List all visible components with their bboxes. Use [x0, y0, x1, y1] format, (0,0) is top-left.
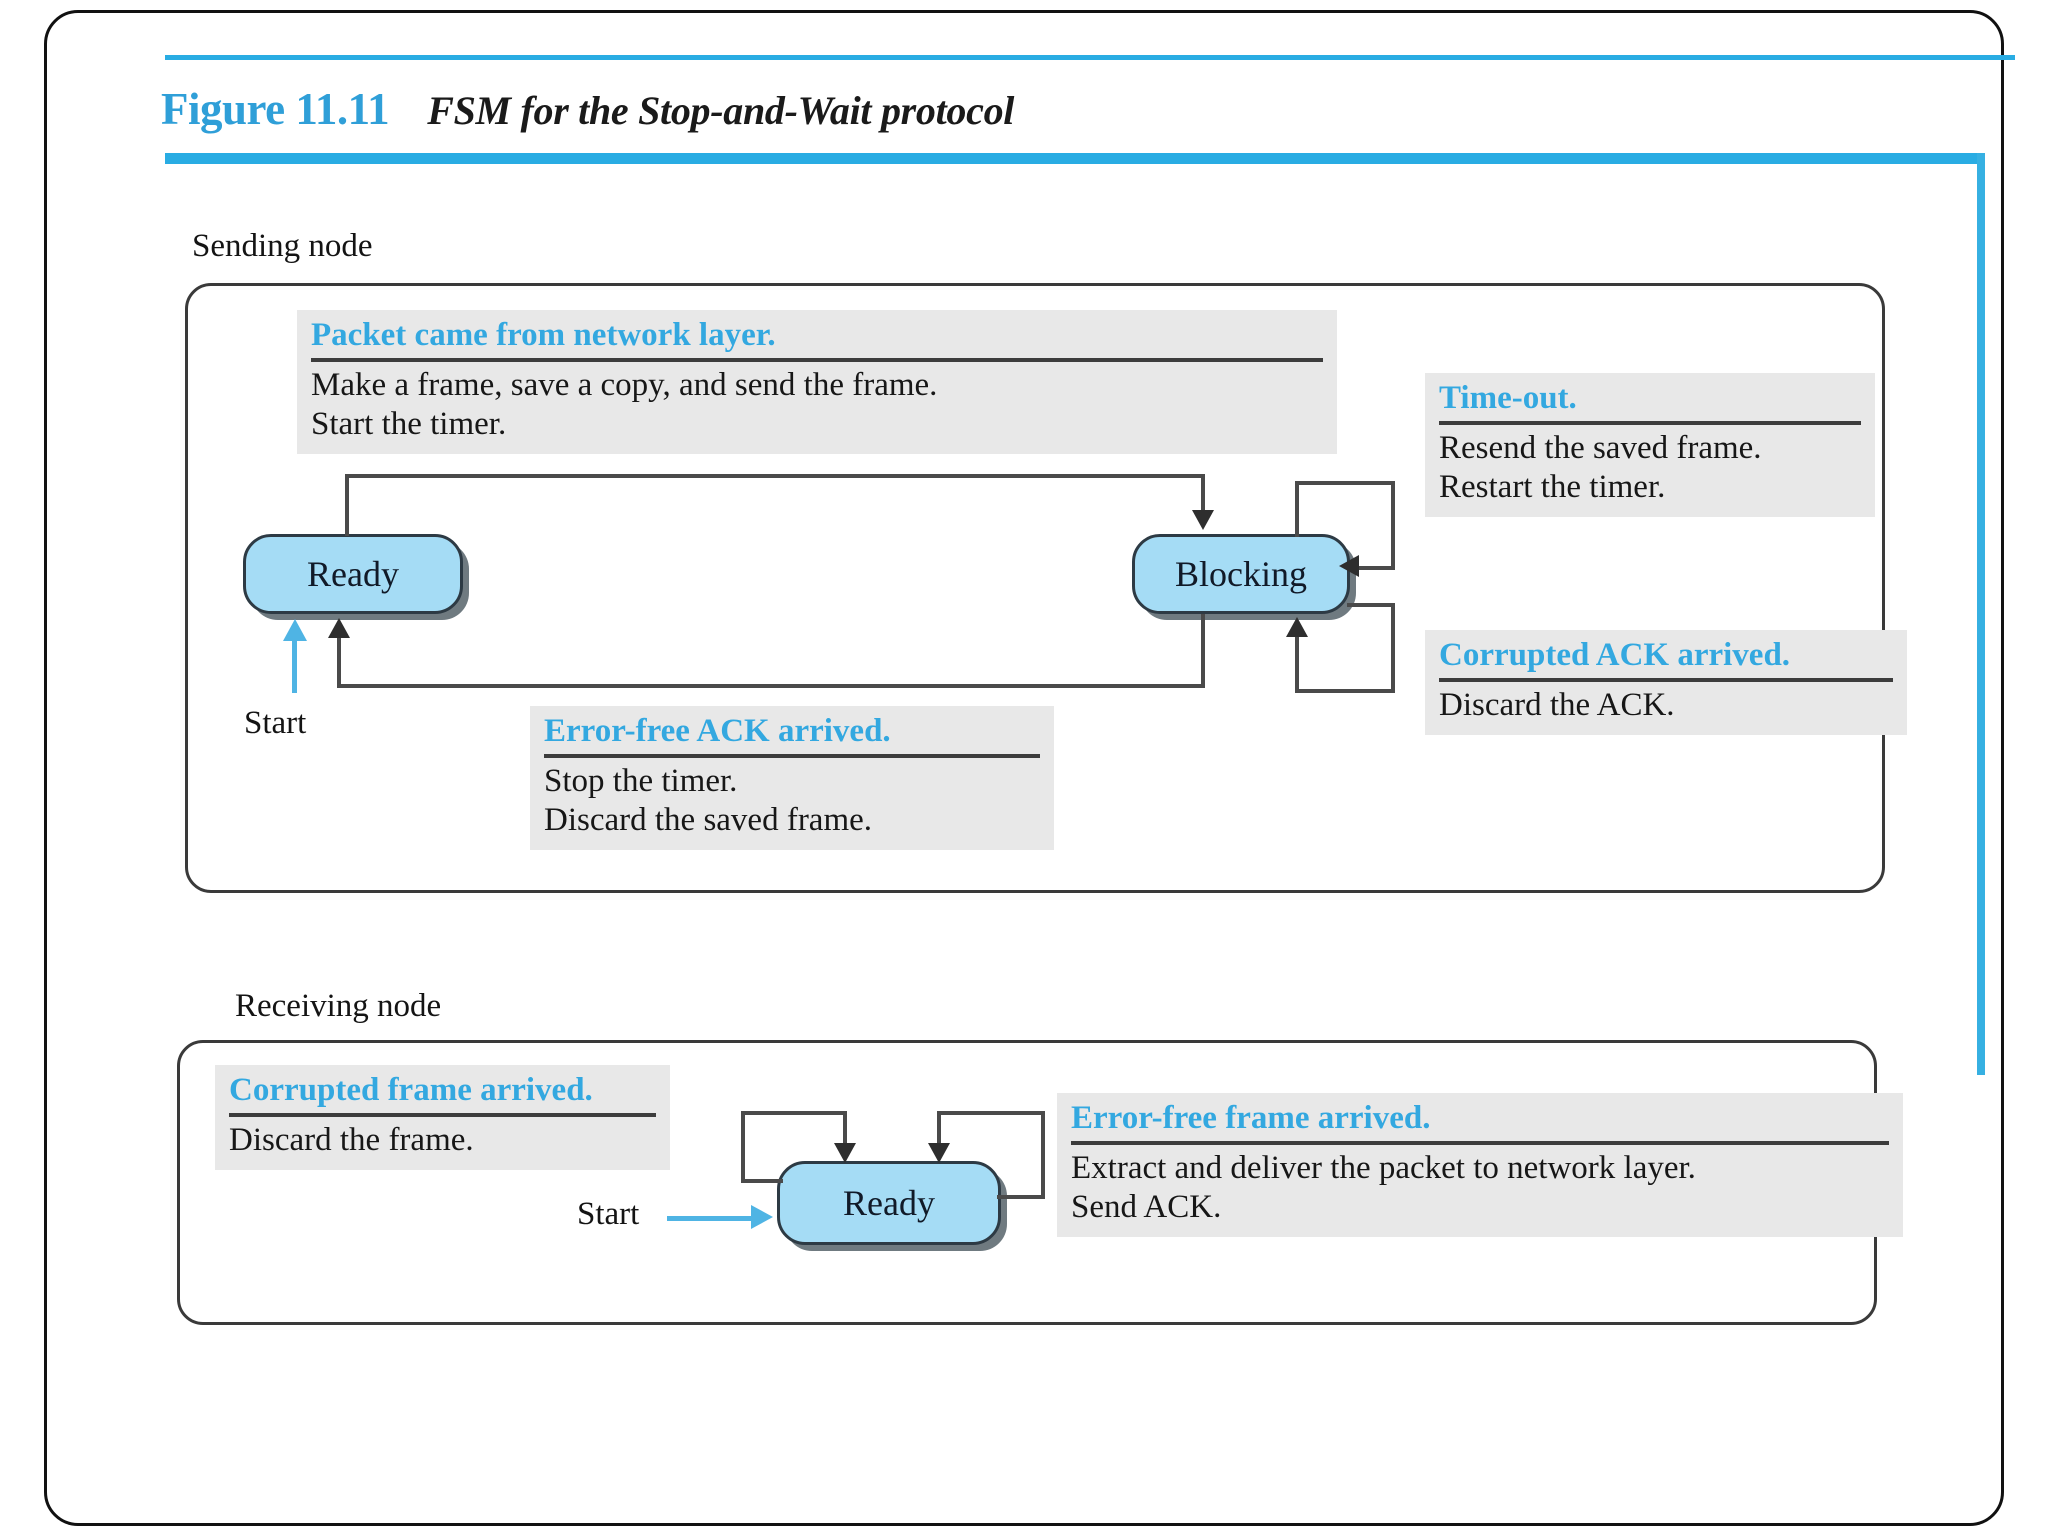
self-loop-corrupted-ack-exit [1347, 603, 1395, 607]
note-line: Restart the timer. [1439, 468, 1666, 505]
state-receiver-ready[interactable]: Ready [777, 1161, 1001, 1245]
self-loop-timeout-arrowhead [1339, 555, 1359, 577]
note-line: Start the timer. [311, 405, 507, 442]
edge-blocking-to-ready-drop [1201, 614, 1205, 688]
title-rule-bottom [165, 153, 1985, 164]
receiver-left-loop-top [741, 1111, 847, 1115]
figure-caption: FSM for the Stop-and-Wait protocol [427, 88, 1015, 133]
note-corrupted-ack-arrived: Corrupted ACK arrived. Discard the ACK. [1425, 630, 1907, 735]
receiver-left-loop-drop [843, 1111, 847, 1145]
receiver-right-loop-drop [937, 1111, 941, 1145]
receiver-right-loop-right-riser [1041, 1111, 1045, 1197]
sending-node-panel [185, 283, 1885, 893]
figure-title: Figure 11.11 FSM for the Stop-and-Wait pr… [161, 83, 1961, 145]
note-line: Stop the timer. [544, 762, 738, 799]
sending-node-caption: Sending node [192, 228, 373, 264]
self-loop-timeout-top [1295, 481, 1395, 485]
self-loop-corrupted-ack-bottom [1295, 689, 1395, 693]
receiver-start-label: Start [577, 1196, 640, 1232]
receiver-right-loop-arrowhead [928, 1143, 950, 1163]
self-loop-timeout-return [1357, 566, 1395, 570]
receiving-node-caption: Receiving node [235, 988, 442, 1024]
sender-start-arrow-shaft [292, 641, 297, 693]
note-packet-from-network-layer: Packet came from network layer. Make a f… [297, 310, 1337, 454]
slide-frame: Figure 11.11 FSM for the Stop-and-Wait pr… [44, 10, 2015, 1526]
note-error-free-ack-arrived: Error-free ACK arrived. Stop the timer. … [530, 706, 1054, 850]
note-time-out: Time-out. Resend the saved frame. Restar… [1425, 373, 1875, 517]
note-divider [229, 1112, 656, 1117]
note-divider [311, 357, 1323, 362]
edge-ready-to-blocking-drop [1201, 474, 1205, 512]
note-heading: Corrupted frame arrived. [229, 1072, 593, 1108]
note-line: Send ACK. [1071, 1188, 1222, 1225]
edge-blocking-to-ready-arrowhead [328, 618, 350, 638]
state-label: Blocking [1175, 554, 1307, 594]
note-heading: Corrupted ACK arrived. [1439, 637, 1791, 673]
receiver-right-loop-return [997, 1195, 1045, 1199]
self-loop-timeout-riser [1295, 481, 1299, 537]
receiver-right-loop-top [937, 1111, 1045, 1115]
figure-number: Figure 11.11 [161, 84, 390, 134]
note-line: Discard the ACK. [1439, 686, 1675, 723]
note-divider [1071, 1140, 1889, 1145]
receiver-left-loop-left-riser [741, 1111, 745, 1183]
note-corrupted-frame-arrived: Corrupted frame arrived. Discard the fra… [215, 1065, 670, 1170]
title-rule-top [165, 55, 2015, 60]
state-sender-ready[interactable]: Ready [243, 534, 463, 614]
note-error-free-frame-arrived: Error-free frame arrived. Extract and de… [1057, 1093, 1903, 1237]
note-line: Resend the saved frame. [1439, 429, 1762, 466]
receiver-left-loop-return [741, 1179, 783, 1183]
note-heading: Error-free frame arrived. [1071, 1100, 1431, 1136]
note-divider [1439, 420, 1861, 425]
note-heading: Time-out. [1439, 380, 1577, 416]
note-divider [1439, 677, 1893, 682]
note-divider [544, 753, 1040, 758]
receiver-start-arrowhead [751, 1205, 773, 1229]
note-line: Make a frame, save a copy, and send the … [311, 366, 938, 403]
right-accent-bar [1977, 153, 1985, 1075]
state-label: Ready [843, 1183, 935, 1223]
edge-ready-to-blocking-span [345, 474, 1205, 478]
edge-ready-to-blocking-arrowhead [1192, 510, 1214, 530]
edge-blocking-to-ready-span [337, 684, 1205, 688]
self-loop-corrupted-ack-riser [1295, 637, 1299, 691]
self-loop-corrupted-ack-arrowhead [1286, 617, 1308, 637]
note-line: Extract and deliver the packet to networ… [1071, 1149, 1696, 1186]
state-label: Ready [307, 554, 399, 594]
edge-blocking-to-ready-riser [337, 638, 341, 686]
self-loop-timeout-drop [1391, 481, 1395, 569]
note-line: Discard the saved frame. [544, 801, 873, 838]
sender-start-arrowhead [283, 619, 307, 641]
sender-start-label: Start [244, 705, 307, 741]
note-line: Discard the frame. [229, 1121, 474, 1158]
receiver-start-arrow-shaft [667, 1216, 755, 1221]
receiver-left-loop-arrowhead [834, 1143, 856, 1163]
note-heading: Packet came from network layer. [311, 317, 776, 353]
self-loop-corrupted-ack-drop [1391, 603, 1395, 693]
note-heading: Error-free ACK arrived. [544, 713, 891, 749]
state-sender-blocking[interactable]: Blocking [1132, 534, 1350, 614]
edge-ready-to-blocking-riser [345, 474, 349, 536]
